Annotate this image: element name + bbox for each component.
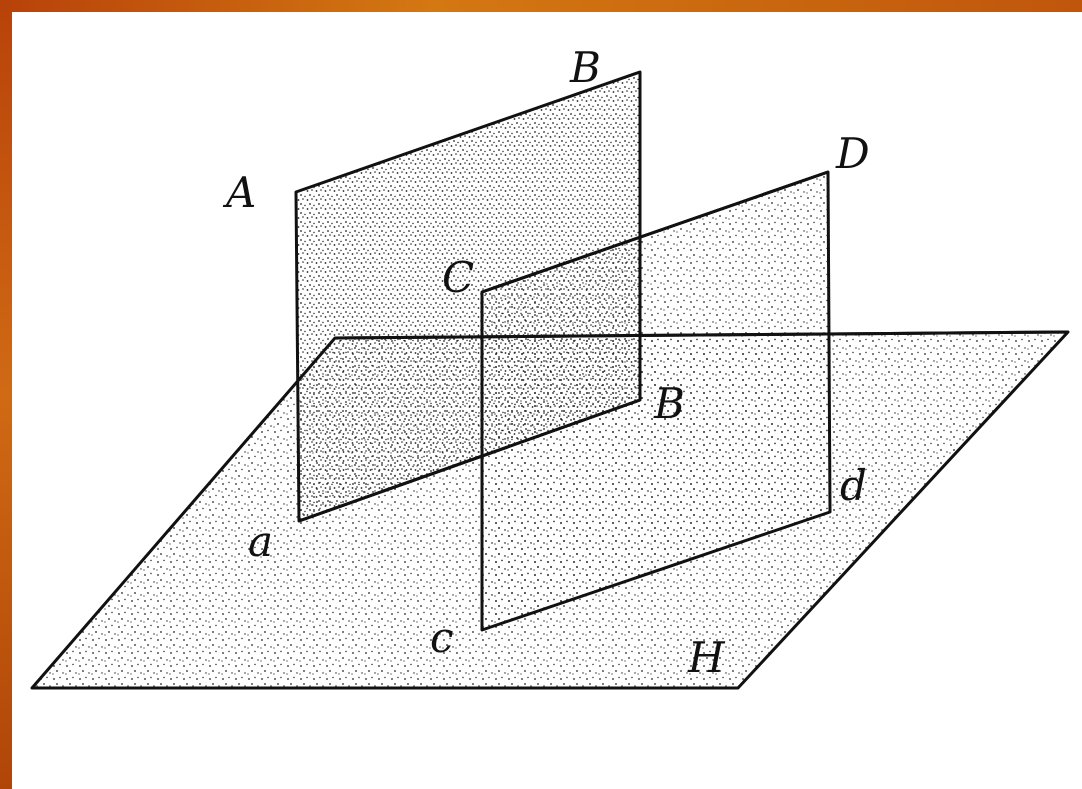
label-d-upper: D <box>835 129 870 178</box>
diagram-canvas: A B a B C D c d H <box>12 12 1082 789</box>
slide-frame-left <box>0 0 12 789</box>
slide-frame-top <box>0 0 1082 12</box>
label-h: H <box>687 633 726 682</box>
label-a-lower: a <box>248 517 273 566</box>
label-b-upper: B <box>569 43 601 92</box>
plane-ab-bottom-edge <box>298 398 641 523</box>
plane-cd-top-edge <box>481 170 829 294</box>
label-c-upper: C <box>442 253 474 302</box>
label-d-lower: d <box>840 461 867 510</box>
label-b-lower: B <box>653 379 685 428</box>
label-a-upper: A <box>222 168 256 217</box>
label-c-lower: c <box>430 613 454 662</box>
planes-diagram: A B a B C D c d H <box>30 43 1070 690</box>
plane-h-back-edge <box>334 330 1069 340</box>
